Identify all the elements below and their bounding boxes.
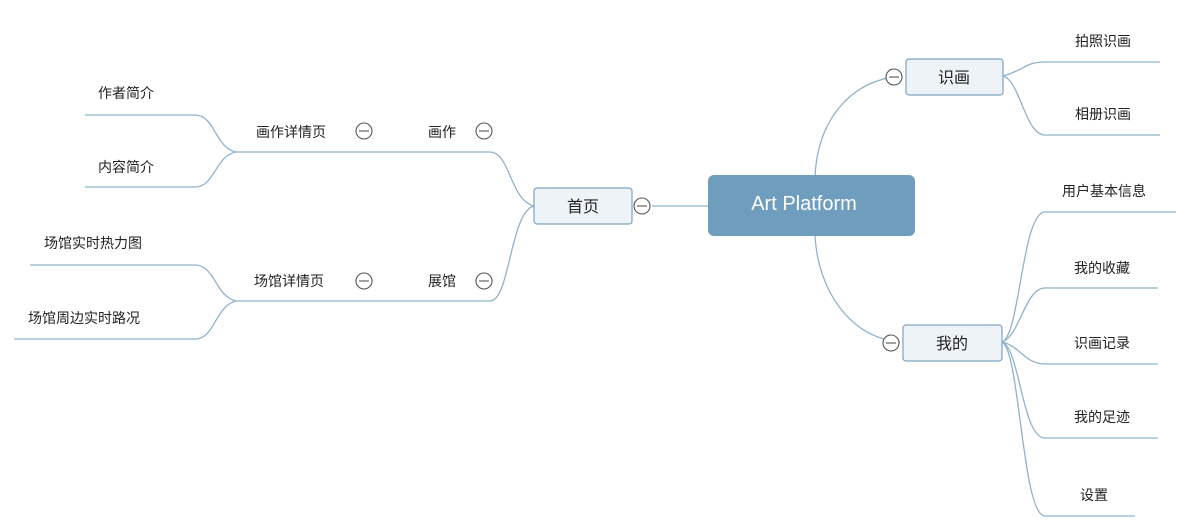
collapse-venue-icon[interactable] (475, 272, 493, 290)
node-recognize-label: 识画 (938, 68, 970, 87)
leaf-venue-heatmap[interactable]: 场馆实时热力图 (44, 236, 142, 252)
edge-artwork-leaf-1 (85, 114, 237, 153)
leaf-settings[interactable]: 设置 (1080, 488, 1108, 504)
node-home[interactable]: 首页 (533, 187, 633, 225)
leaf-content-intro[interactable]: 内容简介 (98, 159, 154, 176)
collapse-artwork-icon[interactable] (475, 122, 493, 140)
collapse-home-icon[interactable] (633, 197, 651, 215)
node-artwork-label[interactable]: 画作 (428, 125, 456, 141)
node-recognize[interactable]: 识画 (905, 58, 1004, 96)
edge-recognize-leaf-1 (1002, 61, 1160, 77)
leaf-recognize-history[interactable]: 识画记录 (1074, 336, 1130, 352)
leaf-album-recognize[interactable]: 相册识画 (1075, 107, 1131, 123)
leaf-my-footprints[interactable]: 我的足迹 (1074, 410, 1130, 426)
collapse-artwork-detail-icon[interactable] (355, 122, 373, 140)
edge-recognize-leaf-2 (1002, 75, 1160, 136)
edge-venue-leaf-2 (14, 300, 237, 340)
edge-artwork-leaf-2 (85, 151, 237, 188)
node-venue-detail-label[interactable]: 场馆详情页 (254, 274, 324, 290)
leaf-author-intro[interactable]: 作者简介 (98, 85, 154, 102)
connectors (14, 61, 1176, 517)
node-artwork-detail-label[interactable]: 画作详情页 (256, 125, 326, 141)
node-mine[interactable]: 我的 (902, 324, 1003, 362)
edge-venue-leaf-1 (30, 264, 237, 302)
leaf-photo-recognize[interactable]: 拍照识画 (1075, 34, 1131, 50)
node-home-label: 首页 (567, 197, 599, 216)
edge-root-mine (814, 235, 901, 343)
collapse-venue-detail-icon[interactable] (355, 272, 373, 290)
edge-root-recognize (814, 75, 903, 177)
leaf-venue-traffic[interactable]: 场馆周边实时路况 (28, 311, 140, 327)
root-node[interactable]: Art Platform (708, 175, 915, 236)
edge-home-artwork (415, 151, 535, 207)
node-venue-label[interactable]: 展馆 (428, 274, 456, 290)
edge-mine-leaf-5 (1001, 341, 1135, 517)
root-label: Art Platform (751, 193, 857, 215)
edge-mine-leaf-3 (1001, 341, 1158, 365)
collapse-recognize-icon[interactable] (885, 68, 903, 86)
edge-mine-leaf-2 (1001, 287, 1158, 343)
node-mine-label: 我的 (936, 334, 968, 353)
collapse-mine-icon[interactable] (882, 334, 900, 352)
edge-home-venue (415, 205, 535, 302)
leaf-my-favorites[interactable]: 我的收藏 (1074, 261, 1130, 277)
edge-mine-leaf-4 (1001, 341, 1158, 439)
edge-mine-leaf-1 (1001, 211, 1176, 343)
leaf-user-info[interactable]: 用户基本信息 (1062, 183, 1146, 200)
